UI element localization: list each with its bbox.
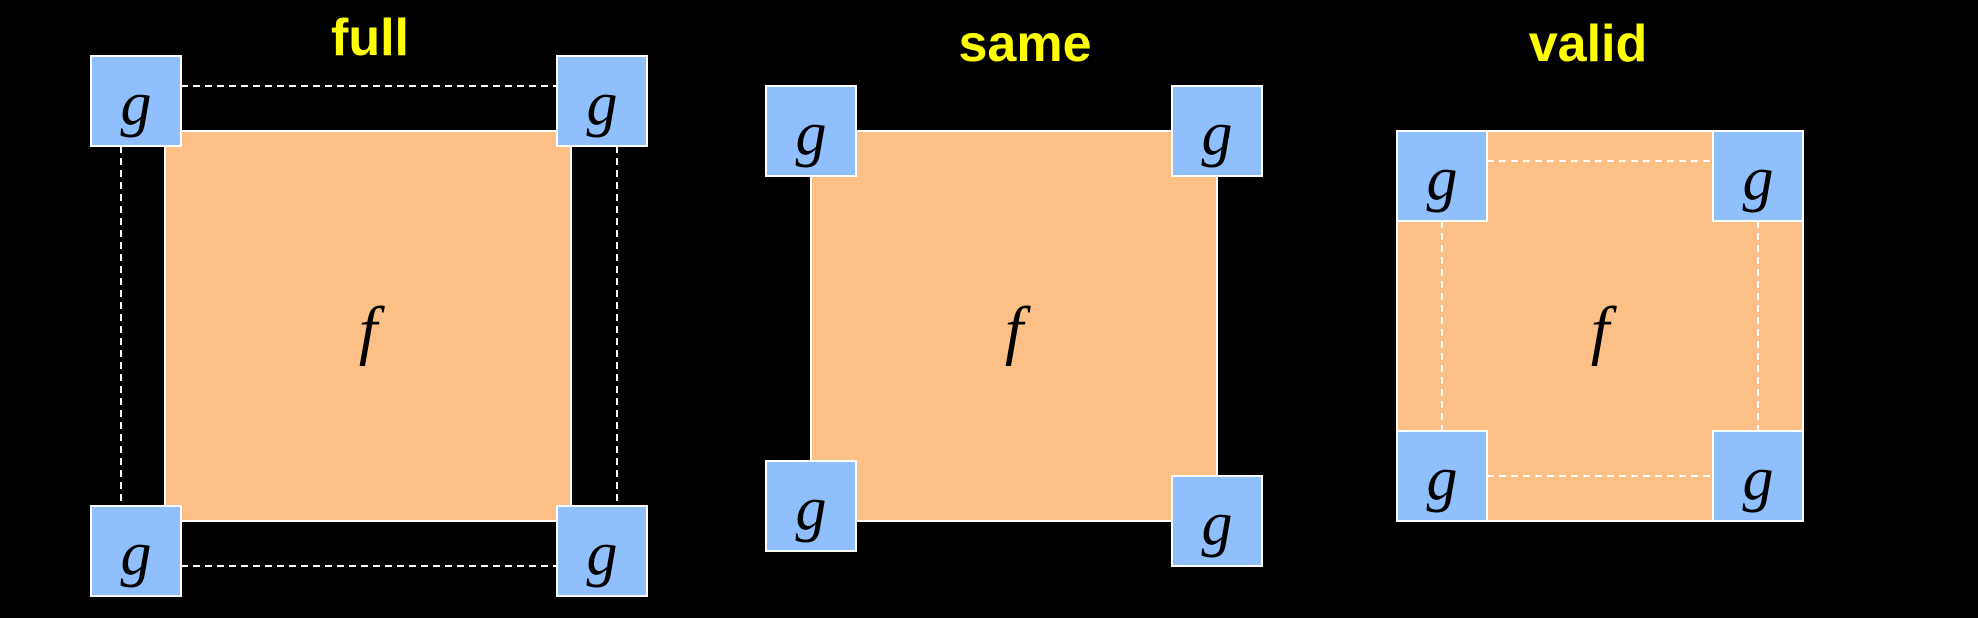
- kernel-label: g: [587, 70, 618, 138]
- kernel-g-top-right-full: g: [556, 55, 648, 147]
- panel-full: full f g g g g: [90, 9, 648, 597]
- full-outline: [120, 85, 618, 567]
- kernel-label: g: [1202, 100, 1233, 168]
- kernel-g-top-left-valid: g: [1396, 130, 1488, 222]
- kernel-label: g: [121, 520, 152, 588]
- kernel-label: g: [796, 100, 827, 168]
- kernel-label: g: [587, 520, 618, 588]
- panel-title-same: same: [959, 15, 1092, 73]
- kernel-label: g: [1743, 445, 1774, 513]
- kernel-label: g: [796, 475, 827, 543]
- valid-outline: [1441, 160, 1759, 477]
- kernel-g-bottom-right-full: g: [556, 505, 648, 597]
- kernel-g-top-right-valid: g: [1712, 130, 1804, 222]
- panel-title-valid: valid: [1529, 15, 1648, 73]
- kernel-label: g: [1427, 445, 1458, 513]
- kernel-g-bottom-right-same: g: [1171, 475, 1263, 567]
- kernel-label: g: [1202, 490, 1233, 558]
- kernel-g-bottom-right-valid: g: [1712, 430, 1804, 522]
- panel-same: same f g g g g: [765, 15, 1263, 567]
- signal-f-full: [164, 130, 572, 522]
- kernel-label: g: [121, 70, 152, 138]
- kernel-g-bottom-left-full: g: [90, 505, 182, 597]
- kernel-g-top-left-same: g: [765, 85, 857, 177]
- kernel-g-top-right-same: g: [1171, 85, 1263, 177]
- panel-valid: valid f g g g g: [1396, 15, 1804, 522]
- panel-title-full: full: [331, 9, 409, 67]
- signal-f-same: [810, 130, 1218, 522]
- kernel-g-bottom-left-same: g: [765, 460, 857, 552]
- kernel-g-bottom-left-valid: g: [1396, 430, 1488, 522]
- kernel-g-top-left-full: g: [90, 55, 182, 147]
- kernel-label: g: [1743, 145, 1774, 213]
- kernel-label: g: [1427, 145, 1458, 213]
